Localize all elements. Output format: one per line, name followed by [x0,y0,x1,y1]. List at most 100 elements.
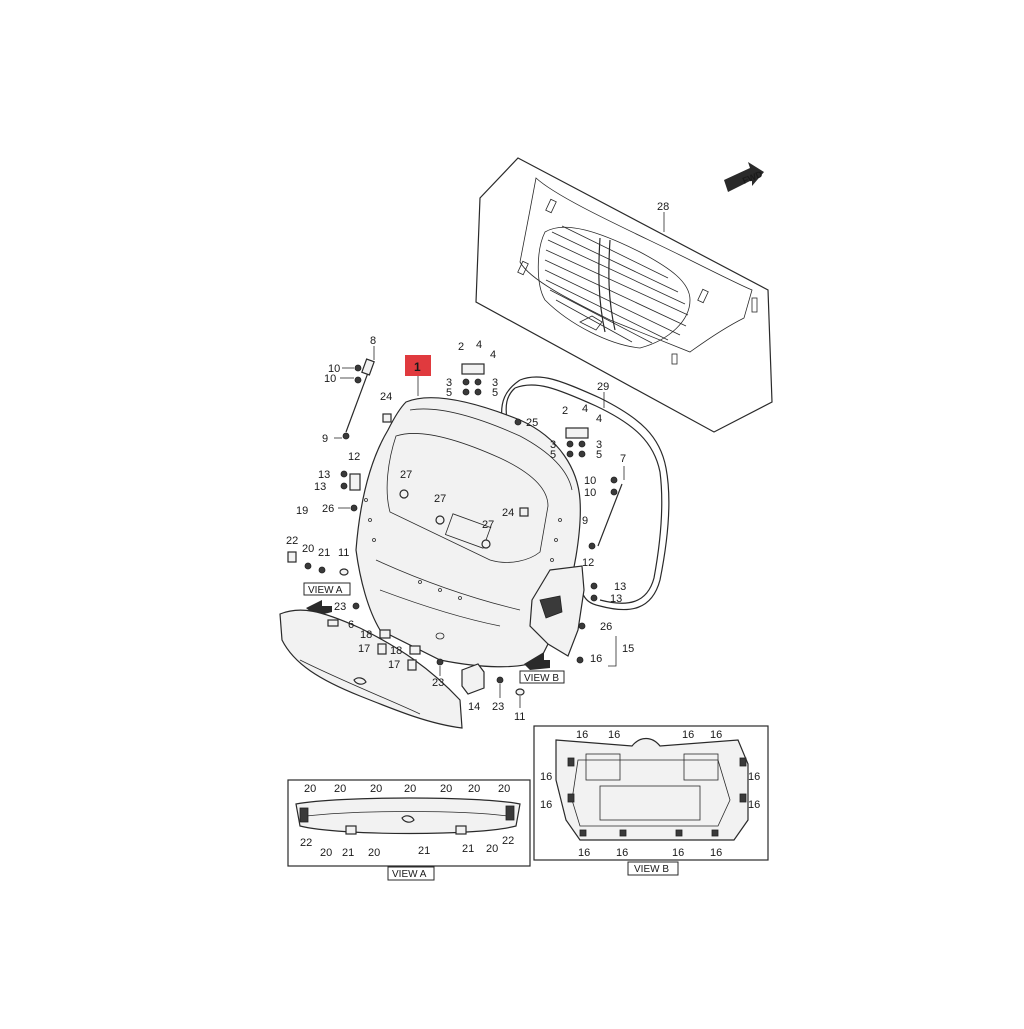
view-b-detail [533,725,769,861]
callout-4d: 4 [596,413,602,425]
view-a-detail [287,779,531,867]
view-a-callout-bottom: 22 [300,837,312,849]
view-b-callout-top: 16 [710,729,722,741]
view-b-arrow-icon [524,652,550,670]
view-b-callout-left: 16 [540,799,552,811]
view-b-callout-top: 16 [682,729,694,741]
callout-5c: 5 [550,449,556,461]
callout-7: 7 [620,453,626,465]
view-b-callout-bottom: 16 [672,847,684,859]
callout-23c: 23 [492,701,504,713]
callout-6: 6 [348,619,354,631]
callout-10d: 10 [584,487,596,499]
callout-20: 20 [302,543,314,555]
callout-10c: 10 [584,475,596,487]
view-a-top-callouts: 20 20 20 20 20 20 20 [304,783,510,795]
callout-3d: 3 [596,439,602,451]
callout-5a: 5 [446,387,452,399]
callout-27a: 27 [400,469,412,481]
callout-17a: 17 [358,643,370,655]
view-b-callout-right: 16 [748,771,760,783]
view-b-callout-bottom: 16 [710,847,722,859]
callout-12a: 12 [348,451,360,463]
view-a-callout-bottom: 21 [418,845,430,857]
view-b-callout-bottom: 16 [578,847,590,859]
view-a-callout-bottom: 21 [342,847,354,859]
callout-9b: 9 [582,515,588,527]
callout-3c: 3 [550,439,556,451]
view-a-callout-top: 20 [498,783,510,795]
rear-garnish [279,609,463,729]
callout-4c: 4 [582,403,588,415]
view-a-callout-bottom: 20 [368,847,380,859]
callout-4b: 4 [490,349,496,361]
callout-8: 8 [370,335,376,347]
view-b-callout-right: 16 [748,799,760,811]
callout-15: 15 [622,643,634,655]
callout-4a: 4 [476,339,482,351]
highlight-label: 1 [414,360,421,374]
view-a-callout-top: 20 [334,783,346,795]
callout-5b: 5 [492,387,498,399]
callout-3a: 3 [446,377,452,389]
callout-13b: 13 [314,481,326,493]
callout-27c: 27 [482,519,494,531]
callout-10b: 10 [324,373,336,385]
callout-16a: 16 [590,653,602,665]
view-a-callout-bottom: 22 [502,835,514,847]
view-b-callout-top: 16 [576,729,588,741]
callout-11a: 11 [338,547,349,559]
callout-13d: 13 [610,593,622,605]
view-a-callout-top: 20 [468,783,480,795]
callout-19: 19 [296,505,308,517]
latch-14 [461,663,485,695]
view-b-callouts: 16 16 16 16 16 16 16 16 16 16 16 16 [540,729,760,859]
callout-12b: 12 [582,557,594,569]
callout-11b: 11 [514,711,525,723]
callout-3b: 3 [492,377,498,389]
callout-13c: 13 [614,581,626,593]
view-a-callout-top: 20 [304,783,316,795]
view-a-bottom-callouts: 22 20 21 20 21 21 20 22 [300,835,514,859]
back-door [355,397,581,668]
highlight-badge [405,355,431,376]
callout-10a: 10 [328,363,340,375]
gas-strut-right [597,483,623,547]
view-a-tag: VIEW A [308,585,343,596]
callout-14: 14 [468,701,480,713]
callout-27b: 27 [434,493,446,505]
callout-26b: 26 [600,621,612,633]
callout-5d: 5 [596,449,602,461]
callout-22: 22 [286,535,298,547]
callout-17b: 17 [388,659,400,671]
view-a-callout-top: 20 [440,783,452,795]
callout-9a: 9 [322,433,328,445]
callout-2a: 2 [458,341,464,353]
callout-26a: 26 [322,503,334,515]
view-b-callout-top: 16 [608,729,620,741]
callout-24a: 24 [380,391,392,403]
callout-21: 21 [318,547,330,559]
view-a-label: VIEW A [392,869,427,880]
callout-29: 29 [597,381,609,393]
fwd-arrow-icon: FWD [724,162,764,192]
callout-25: 25 [526,417,538,429]
view-a-callout-top: 20 [404,783,416,795]
view-a-callout-bottom: 21 [462,843,474,855]
callout-28: 28 [657,201,669,213]
view-b-label: VIEW B [634,864,669,875]
view-b-tag: VIEW B [524,673,559,684]
view-a-callout-top: 20 [370,783,382,795]
callout-2b: 2 [562,405,568,417]
view-a-callout-bottom: 20 [486,843,498,855]
callout-23b: 23 [432,677,444,689]
view-a-callout-bottom: 20 [320,847,332,859]
view-b-callout-bottom: 16 [616,847,628,859]
callout-24b-door: 24 [502,507,514,519]
weather-strip [514,376,670,611]
callout-13a: 13 [318,469,330,481]
callout-18b: 18 [390,645,402,657]
view-b-callout-left: 16 [540,771,552,783]
